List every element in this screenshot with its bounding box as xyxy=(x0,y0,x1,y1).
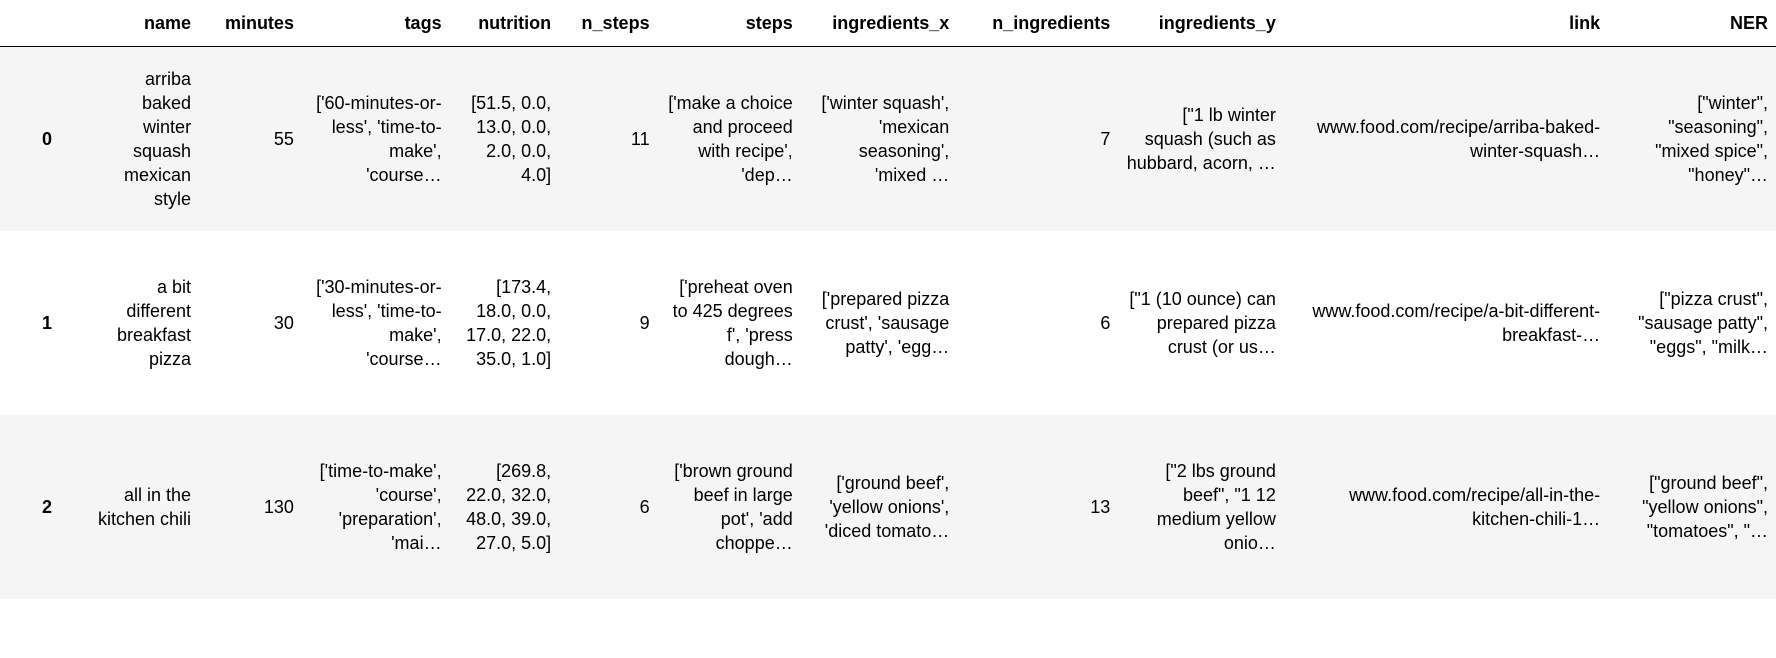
cell-nutrition: [173.4, 18.0, 0.0, 17.0, 22.0, 35.0, 1.0… xyxy=(466,276,552,369)
cell-n-steps: 11 xyxy=(630,128,650,149)
column-header-link: link xyxy=(1283,0,1609,47)
header-row: name minutes tags nutrition n_steps step… xyxy=(0,0,1776,47)
cell-name: arriba baked winter squash mexican style xyxy=(124,68,192,209)
cell-minutes: 30 xyxy=(273,312,294,333)
row-index: 0 xyxy=(42,128,53,149)
cell-minutes: 55 xyxy=(273,128,294,149)
column-header-n-ingredients: n_ingredients xyxy=(957,0,1119,47)
column-header-ingredients-x: ingredients_x xyxy=(800,0,958,47)
cell-ingredients-y: ["1 (10 ounce) can prepared pizza crust … xyxy=(1129,288,1276,357)
cell-steps: ['make a choice and proceed with recipe'… xyxy=(668,92,793,185)
cell-ingredients-x: ['winter squash', 'mexican seasoning', '… xyxy=(821,92,950,185)
dataframe-table: name minutes tags nutrition n_steps step… xyxy=(0,0,1776,599)
cell-n-steps: 6 xyxy=(639,496,650,517)
cell-name: all in the kitchen chili xyxy=(98,484,192,529)
table-row: 0 arriba baked winter squash mexican sty… xyxy=(0,46,1776,231)
column-header-minutes: minutes xyxy=(199,0,302,47)
cell-steps: ['preheat oven to 425 degrees f', 'press… xyxy=(672,276,793,369)
dataframe-table-container: name minutes tags nutrition n_steps step… xyxy=(0,0,1776,599)
row-index: 2 xyxy=(42,496,53,517)
cell-ner: ["pizza crust", "sausage patty", "eggs",… xyxy=(1638,288,1768,357)
cell-link: www.food.com/recipe/arriba-baked-winter-… xyxy=(1317,116,1601,161)
cell-ner: ["winter", "seasoning", "mixed spice", "… xyxy=(1655,92,1768,185)
cell-n-ingredients: 7 xyxy=(1100,128,1111,149)
column-header-ner: NER xyxy=(1608,0,1776,47)
row-index: 1 xyxy=(42,312,53,333)
cell-link: www.food.com/recipe/all-in-the-kitchen-c… xyxy=(1349,484,1601,529)
cell-n-ingredients: 6 xyxy=(1100,312,1111,333)
column-header-nutrition: nutrition xyxy=(449,0,560,47)
cell-tags: ['30-minutes-or-less', 'time-to-make', '… xyxy=(316,276,442,369)
cell-n-ingredients: 13 xyxy=(1090,496,1111,517)
cell-nutrition: [51.5, 0.0, 13.0, 0.0, 2.0, 0.0, 4.0] xyxy=(471,92,552,185)
cell-ingredients-y: ["1 lb winter squash (such as hubbard, a… xyxy=(1126,104,1276,173)
column-header-tags: tags xyxy=(301,0,450,47)
column-header-steps: steps xyxy=(657,0,801,47)
column-header-n-steps: n_steps xyxy=(559,0,658,47)
cell-ingredients-x: ['ground beef', 'yellow onions', 'diced … xyxy=(824,472,950,541)
cell-nutrition: [269.8, 22.0, 32.0, 48.0, 39.0, 27.0, 5.… xyxy=(466,460,552,553)
cell-steps: ['brown ground beef in large pot', 'add … xyxy=(674,460,793,553)
cell-ingredients-x: ['prepared pizza crust', 'sausage patty'… xyxy=(821,288,950,357)
table-row: 2 all in the kitchen chili 130 ['time-to… xyxy=(0,414,1776,599)
cell-ner: ["ground beef", "yellow onions", "tomato… xyxy=(1642,472,1768,541)
cell-name: a bit different breakfast pizza xyxy=(117,276,192,369)
column-header-ingredients-y: ingredients_y xyxy=(1118,0,1284,47)
cell-n-steps: 9 xyxy=(639,312,650,333)
cell-ingredients-y: ["2 lbs ground beef", "1 12 medium yello… xyxy=(1156,460,1276,553)
column-header-name: name xyxy=(89,0,200,47)
cell-tags: ['60-minutes-or-less', 'time-to-make', '… xyxy=(316,92,442,185)
cell-minutes: 130 xyxy=(263,496,294,517)
cell-link: www.food.com/recipe/a-bit-different-brea… xyxy=(1312,300,1601,345)
cell-tags: ['time-to-make', 'course', 'preparation'… xyxy=(319,460,442,553)
index-header xyxy=(0,0,90,47)
table-row: 1 a bit different breakfast pizza 30 ['3… xyxy=(0,230,1776,415)
